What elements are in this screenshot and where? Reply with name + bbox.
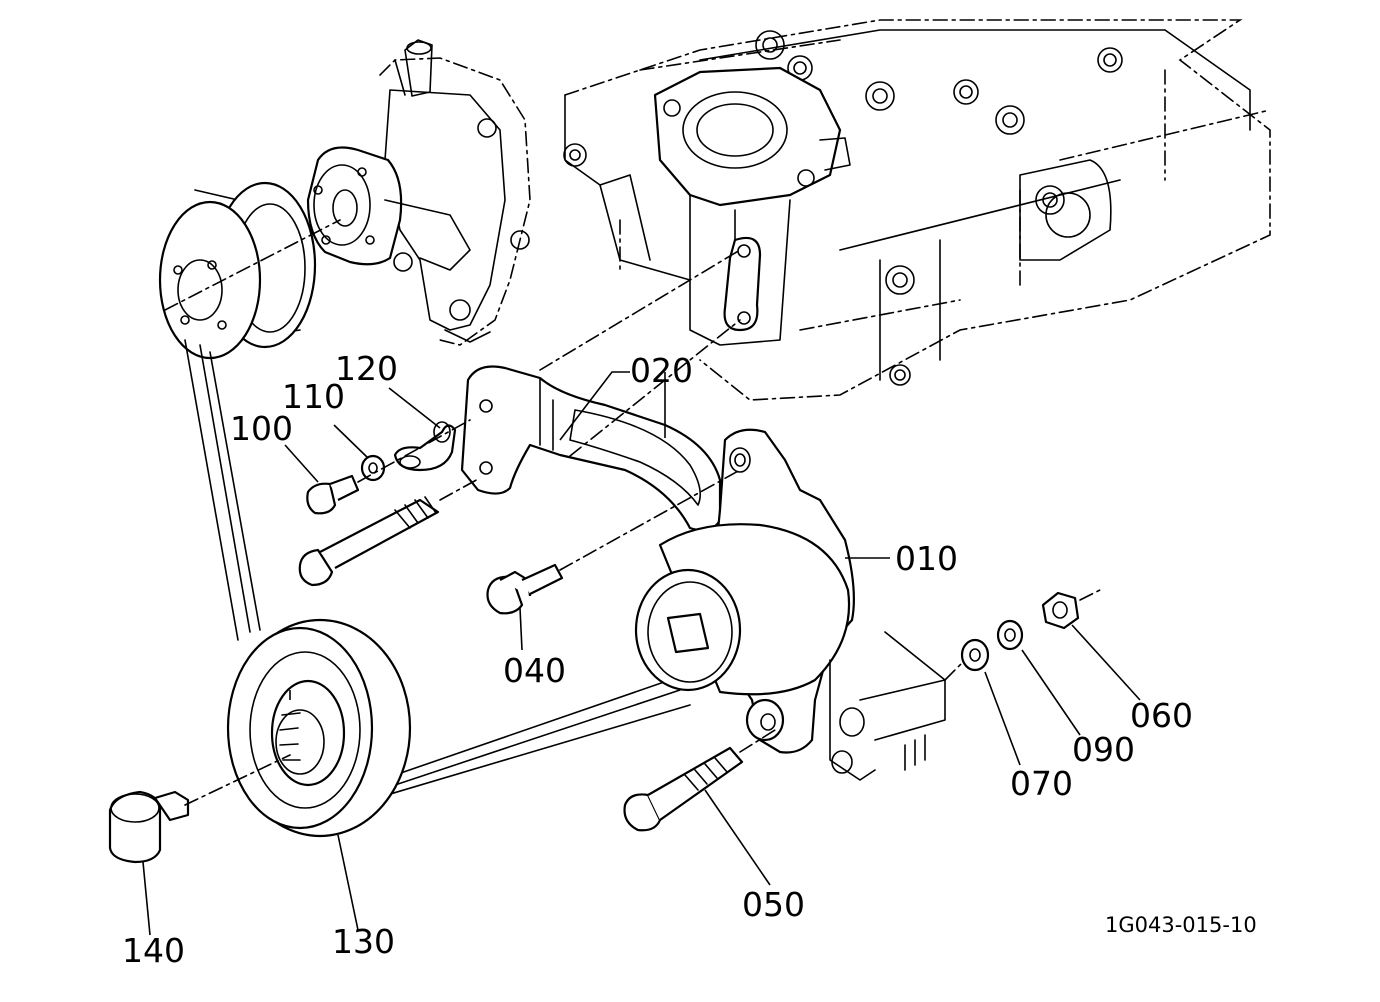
label-140: 140	[122, 931, 185, 970]
label-130: 130	[332, 922, 395, 961]
washer-110	[360, 454, 386, 482]
label-020: 020	[630, 351, 693, 390]
label-120: 120	[335, 349, 398, 388]
belt-tensioner	[559, 428, 855, 754]
hose-clip	[393, 421, 457, 472]
tensioner-bracket	[460, 249, 741, 532]
label-040: 040	[503, 651, 566, 690]
crank-bolt	[108, 754, 291, 864]
long-bolt	[298, 477, 481, 587]
drawing-code: 1G043-015-10	[1105, 913, 1257, 937]
callout-labels: 020 120 110 100 010 040 060 090 070 050 …	[122, 349, 1257, 970]
label-090: 090	[1072, 730, 1135, 769]
label-110: 110	[282, 377, 345, 416]
label-060: 060	[1130, 696, 1193, 735]
v-belt	[184, 339, 691, 801]
spring-washer-090	[996, 619, 1024, 651]
label-010: 010	[895, 539, 958, 578]
mounting-boss	[829, 631, 966, 781]
label-050: 050	[742, 885, 805, 924]
leader-lines	[142, 371, 1141, 936]
nut-060	[1041, 589, 1101, 630]
engine-block	[563, 19, 1271, 401]
label-070: 070	[1010, 764, 1073, 803]
crank-pulley	[226, 618, 412, 838]
bolt-050	[623, 729, 776, 832]
label-100: 100	[230, 409, 293, 448]
bolt-040	[486, 563, 564, 615]
washer-070	[960, 638, 990, 672]
bolt-100	[306, 419, 471, 515]
water-pump	[306, 39, 531, 346]
fan-pulley	[158, 181, 341, 360]
